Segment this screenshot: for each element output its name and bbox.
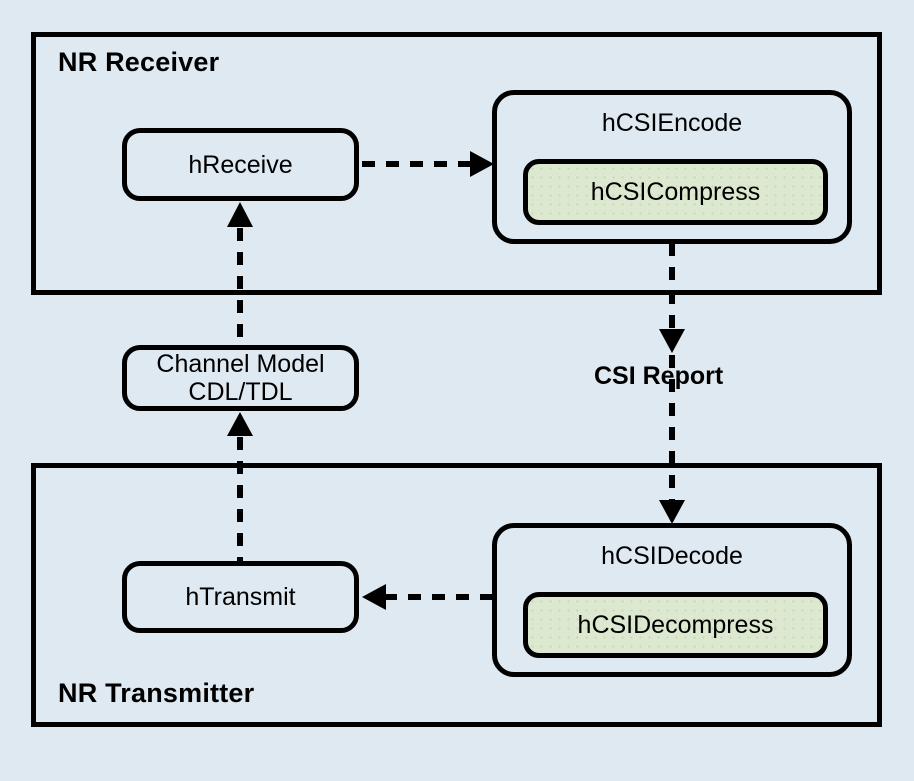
edge-hreceive-to-hcsiencode xyxy=(360,148,496,180)
edge-label-csi-report: CSI Report xyxy=(594,362,724,390)
edge-channel-model-to-hreceive xyxy=(224,199,256,347)
block-label-hcsidecode: hCSIDecode xyxy=(601,542,743,570)
group-nr-transmitter xyxy=(31,463,882,727)
block-label-hcsiencode: hCSIEncode xyxy=(601,109,743,137)
edge-hcsiencode-to-hcsidecode xyxy=(656,243,688,528)
block-label-channel-model: Channel Model CDL/TDL xyxy=(156,350,325,406)
edge-htransmit-to-channel-model xyxy=(224,410,256,562)
block-hcsiencode[interactable]: hCSIEncode hCSICompress xyxy=(492,90,852,244)
group-label-nr-receiver: NR Receiver xyxy=(58,47,220,77)
block-hcsidecode[interactable]: hCSIDecode hCSIDecompress xyxy=(492,523,852,677)
block-label-htransmit: hTransmit xyxy=(185,583,296,611)
block-label-hcsidecompress: hCSIDecompress xyxy=(577,610,774,639)
group-nr-receiver xyxy=(31,32,882,295)
group-label-nr-transmitter: NR Transmitter xyxy=(58,678,255,708)
block-label-hreceive: hReceive xyxy=(188,150,293,179)
block-hcsidecompress[interactable]: hCSIDecompress xyxy=(523,592,828,658)
block-hcsicompress[interactable]: hCSICompress xyxy=(523,159,828,225)
block-hreceive[interactable]: hReceive xyxy=(122,128,359,201)
block-channel-model[interactable]: Channel Model CDL/TDL xyxy=(122,345,359,411)
block-htransmit[interactable]: hTransmit xyxy=(122,561,359,633)
edge-hcsidecode-to-htransmit xyxy=(358,581,496,613)
block-label-hcsicompress: hCSICompress xyxy=(590,177,761,206)
